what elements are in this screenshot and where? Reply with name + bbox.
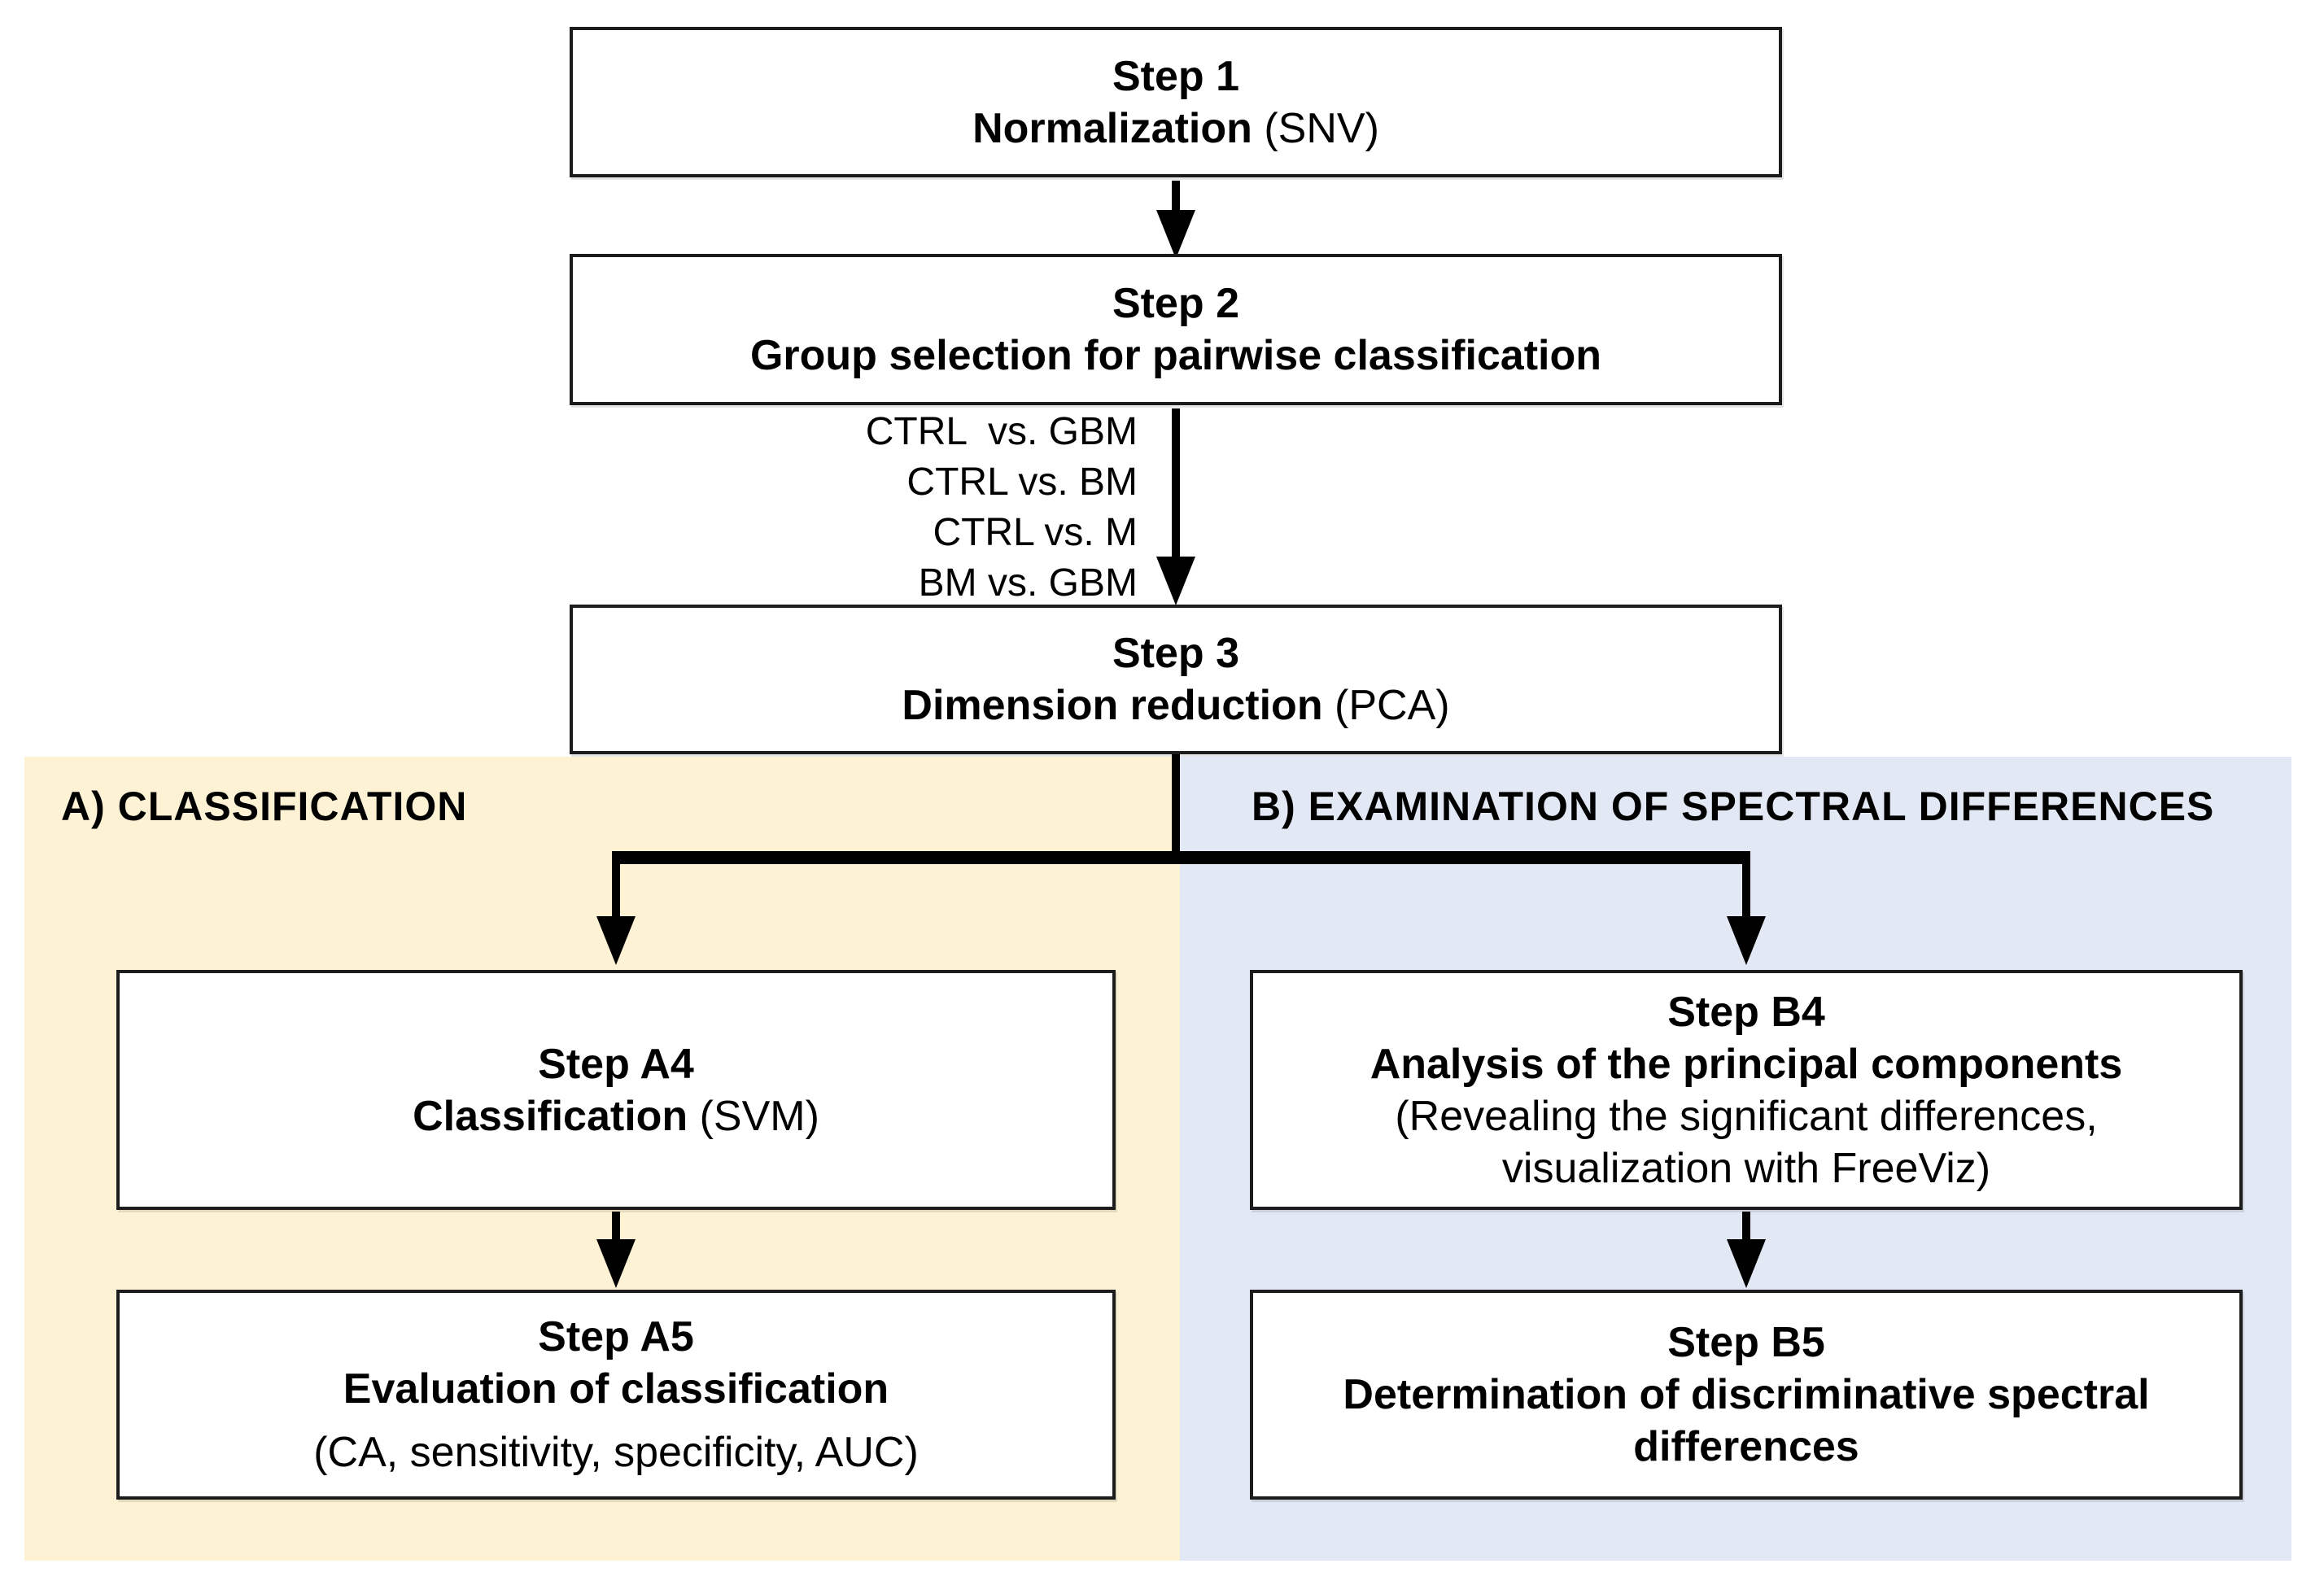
step3-main: Dimension reduction (PCA) — [902, 679, 1449, 731]
step3-title: Step 3 — [1112, 630, 1240, 677]
step-a4-main: Classification (SVM) — [413, 1090, 819, 1142]
pairwise-item: BM vs. GBM — [918, 561, 1138, 605]
step3-main-bold: Dimension reduction — [902, 682, 1323, 729]
step-b4-title: Step B4 — [1667, 988, 1825, 1036]
arrow-line — [612, 1212, 620, 1242]
arrow-head — [1156, 210, 1195, 259]
arrow-line — [1742, 1212, 1750, 1242]
step1-main-normal: (SNV) — [1252, 104, 1379, 152]
step-b5-title: Step B5 — [1667, 1319, 1825, 1366]
panel-b-label: B) EXAMINATION OF SPECTRAL DIFFERENCES — [1252, 784, 2215, 829]
step2-box: Step 2 Group selection for pairwise clas… — [570, 254, 1782, 405]
step1-main-bold: Normalization — [972, 104, 1252, 152]
step-a4-title: Step A4 — [538, 1040, 694, 1088]
arrow-line — [1172, 181, 1180, 213]
pairwise-list: CTRL vs. GBM CTRL vs. BM CTRL vs. M BM v… — [732, 407, 1138, 609]
step-b5-main: Determination of discriminative spectral… — [1343, 1371, 2150, 1470]
panel-a-label: A) CLASSIFICATION — [61, 784, 468, 829]
branch-right-head — [1727, 916, 1766, 965]
step1-title: Step 1 — [1112, 52, 1240, 100]
branch-right-line — [1742, 864, 1750, 919]
step3-main-normal: (PCA) — [1322, 682, 1450, 729]
step-a4-main-normal: (SVM) — [688, 1092, 819, 1140]
step-b4-main: Analysis of the principal components — [1370, 1040, 2123, 1088]
arrow-head — [1156, 557, 1195, 605]
pairwise-item: CTRL vs. GBM — [865, 410, 1138, 453]
arrow-line — [1172, 408, 1180, 560]
arrow-head — [1727, 1239, 1766, 1288]
step2-main: Group selection for pairwise classificat… — [750, 330, 1601, 382]
branch-stem-line — [1172, 754, 1180, 864]
pairwise-item: CTRL vs. BM — [906, 461, 1138, 504]
step2-title: Step 2 — [1112, 280, 1240, 327]
step1-box: Step 1 Normalization (SNV) — [570, 27, 1782, 177]
step-b4-note-line2: visualization with FreeViz) — [1501, 1144, 1991, 1192]
step-b5-box: Step B5 Determination of discriminative … — [1250, 1290, 2243, 1500]
step3-box: Step 3 Dimension reduction (PCA) — [570, 605, 1782, 754]
step-a4-main-bold: Classification — [413, 1092, 688, 1140]
step-b4-box: Step B4 Analysis of the principal compon… — [1250, 970, 2243, 1210]
step1-main: Normalization (SNV) — [972, 103, 1379, 155]
pairwise-item: CTRL vs. M — [933, 511, 1138, 554]
step-a5-main: Evaluation of classification — [343, 1365, 889, 1413]
step2-main-bold: Group selection for pairwise classificat… — [749, 332, 1602, 379]
step-a4-box: Step A4 Classification (SVM) — [116, 970, 1116, 1210]
branch-horizontal-line — [612, 851, 1750, 864]
branch-left-head — [596, 916, 636, 965]
step-a5-note: (CA, sensitivity, specificity, AUC) — [313, 1429, 919, 1476]
step-a5-title: Step A5 — [538, 1313, 694, 1360]
step-a5-box: Step A5 Evaluation of classification (CA… — [116, 1290, 1116, 1500]
branch-left-line — [612, 864, 620, 919]
step-b4-note-line1: (Revealing the significant differences, — [1395, 1092, 2098, 1140]
arrow-head — [596, 1239, 636, 1288]
